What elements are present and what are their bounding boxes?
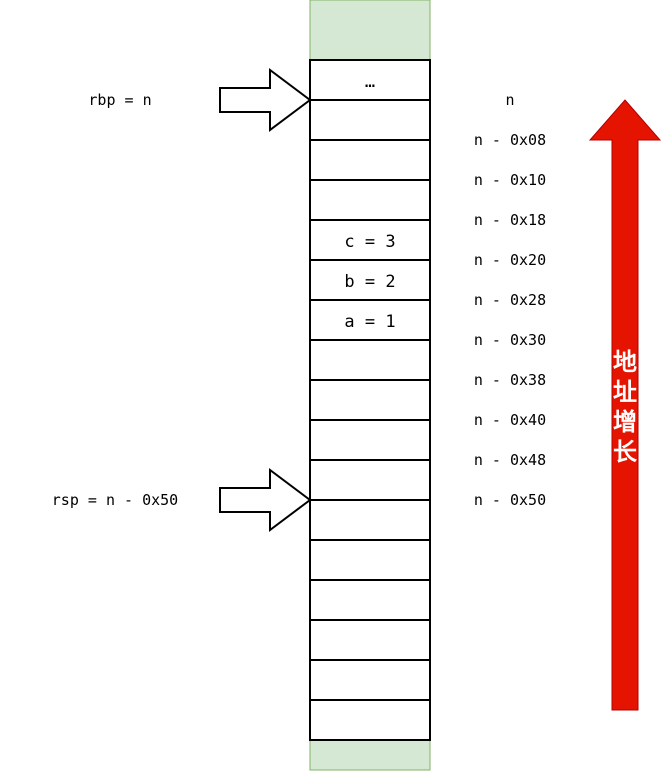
stack-cell (309, 499, 431, 541)
stack-cell (309, 459, 431, 501)
growth-label-char: 地 (613, 348, 637, 376)
growth-label-char: 增 (613, 408, 637, 436)
address-label: n - 0x40 (474, 411, 546, 429)
growth-label-char: 长 (613, 438, 638, 466)
address-growth-arrow-icon (588, 99, 662, 711)
growth-label-char: 址 (613, 378, 637, 406)
stack-cell (309, 619, 431, 661)
stack-cell (309, 699, 431, 741)
stack-cell-label: b = 2 (344, 272, 395, 292)
rbp-label: rbp = n (88, 91, 151, 109)
stack-cell (309, 339, 431, 381)
rsp-arrow-icon (219, 468, 312, 532)
stack-cell: b = 2 (309, 259, 431, 301)
address-label: n - 0x38 (474, 371, 546, 389)
address-label: n - 0x30 (474, 331, 546, 349)
stack-cell (309, 99, 431, 141)
rsp-label: rsp = n - 0x50 (52, 491, 178, 509)
stack-cell (309, 179, 431, 221)
address-label: n - 0x50 (474, 491, 546, 509)
stack-cell-label: c = 3 (344, 232, 395, 252)
stack-cell (309, 659, 431, 701)
stack-cell (309, 539, 431, 581)
stack-cell (309, 579, 431, 621)
address-label: n - 0x20 (474, 251, 546, 269)
address-label: n - 0x18 (474, 211, 546, 229)
address-label: n - 0x48 (474, 451, 546, 469)
stack-top-guard (309, 0, 431, 61)
stack-cell (309, 139, 431, 181)
address-label: n - 0x10 (474, 171, 546, 189)
address-growth-label: 地 址 增 长 (613, 348, 638, 466)
stack-cells: … c = 3 b = 2 a = 1 (309, 59, 431, 741)
stack-bottom-guard (309, 739, 431, 771)
stack-cell: a = 1 (309, 299, 431, 341)
address-labels: n n - 0x08 n - 0x10 n - 0x18 n - 0x20 n … (474, 91, 546, 509)
stack-cell-label: … (365, 72, 375, 92)
stack-cell (309, 419, 431, 461)
stack-cell: … (309, 59, 431, 101)
stack-cell (309, 379, 431, 421)
address-label: n - 0x08 (474, 131, 546, 149)
stack-cell: c = 3 (309, 219, 431, 261)
rbp-arrow-icon (219, 68, 312, 132)
address-label: n - 0x28 (474, 291, 546, 309)
stack-cell-label: a = 1 (344, 312, 395, 332)
address-label: n (505, 91, 514, 109)
